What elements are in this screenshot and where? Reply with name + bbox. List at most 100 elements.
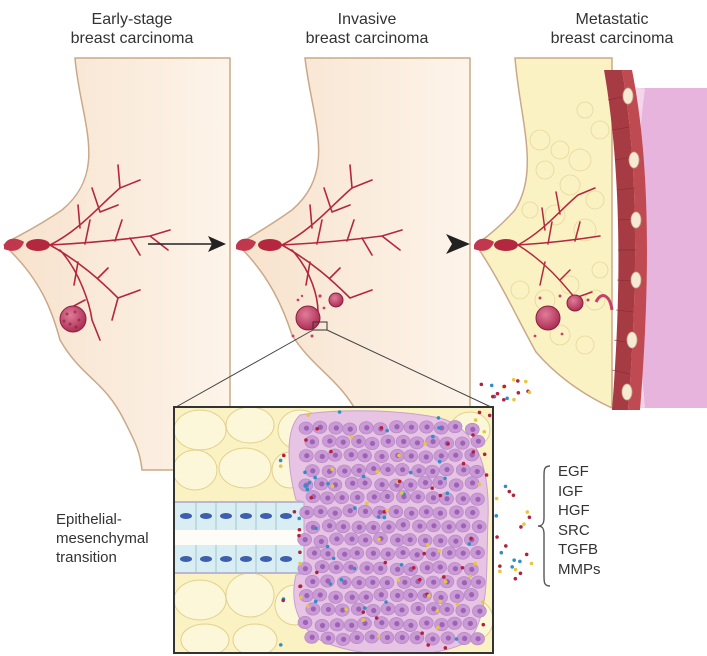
breast-profile-metastatic [474,57,613,410]
cell-nucleus [385,466,391,473]
factor-dot [513,567,518,572]
factor-dot [443,579,448,584]
factor-dot [425,543,430,547]
factor-dot [298,561,302,566]
factor-dot [512,558,516,562]
factor-dot [297,527,302,532]
stage-title-invasive: Invasive breast carcinoma [305,11,429,47]
factor-dot [482,429,487,434]
cell-nucleus [325,635,332,641]
factor-dot [442,575,446,579]
factor-dot [344,607,348,612]
factor-dot [468,574,473,579]
factor-dot [479,382,484,387]
cell-nucleus [477,524,483,530]
cell-nucleus [445,635,451,641]
cell-nucleus [414,552,420,558]
factor-dot [306,604,310,609]
factor-dot [473,561,478,566]
factor-dot [471,450,476,454]
cell-nucleus [437,479,443,486]
cell-nucleus [349,594,355,600]
cell-nucleus [408,453,414,459]
cell-nucleus [470,426,476,433]
cell-nucleus [379,481,385,488]
cell-nucleus [356,606,362,612]
factor-dot [382,510,387,514]
cell-nucleus [409,510,415,516]
cell-nucleus [415,605,421,612]
factor-dot [330,467,334,472]
factor-dot [477,482,482,487]
cell-nucleus [334,564,340,570]
factor-dot [313,599,318,604]
factor-dot [455,602,460,607]
factor-dot [510,565,514,569]
cell-nucleus [438,453,444,459]
cell-nucleus [384,580,390,586]
cell-nucleus [317,424,323,430]
factor-dot [374,616,379,620]
cell-nucleus [342,468,348,474]
tumor-early [59,305,87,333]
cell-nucleus [454,593,461,599]
cell-nucleus [302,566,308,572]
factor-dot [481,622,486,627]
factor-dot [482,452,487,457]
cell-nucleus [355,494,361,500]
factor-dot [507,489,512,494]
cell-nucleus [303,425,310,431]
cell-nucleus [394,424,400,430]
factor-dot [427,593,431,598]
cell-nucleus [395,592,401,599]
cell-nucleus [364,425,370,431]
cell-nucleus [430,468,436,474]
factor-dot [504,544,508,548]
factor-dot [430,486,435,490]
cell-nucleus [460,550,466,556]
cell-nucleus [439,425,445,431]
factor-dot [505,396,509,401]
ductal-tree-invasive [281,164,403,313]
cell-nucleus [454,509,460,515]
factor-dot [298,584,303,588]
cell-nucleus [462,635,468,642]
breast-metastatic [474,57,707,410]
factor-dot [426,643,430,647]
factor-dot [471,433,475,437]
zoom-region-marker [312,321,328,331]
cell-nucleus [400,522,406,528]
cell-nucleus [347,508,353,514]
factor-dot [297,516,302,521]
factor-dot [361,610,366,614]
factor-dot [519,525,523,529]
cell-nucleus [371,465,377,472]
factor-dot [467,542,472,546]
factor-dot [431,434,435,439]
cell-nucleus [349,622,355,628]
nipple-early [4,238,24,251]
factor-dot [278,643,283,647]
tumor-texture-early [62,310,81,329]
factor-list-brace [537,465,551,587]
factor-dot [278,458,283,463]
cell-nucleus [302,619,309,626]
cell-nucleus [363,594,369,600]
cell-nucleus [475,549,481,556]
factor-dot [495,391,500,396]
factor-dot [473,418,478,422]
cell-nucleus [348,564,354,570]
factor-dot [281,598,285,603]
factor-dot [330,484,335,488]
factor-dot [339,577,344,582]
factor-dot [469,536,473,541]
factor-dot [498,564,502,568]
cell-nucleus [319,622,326,629]
cell-nucleus [325,551,331,557]
cell-nucleus [370,550,377,556]
cell-nucleus [325,495,331,501]
factor-dot [331,556,336,561]
factor-dot [304,438,308,442]
cell-nucleus [302,537,308,543]
